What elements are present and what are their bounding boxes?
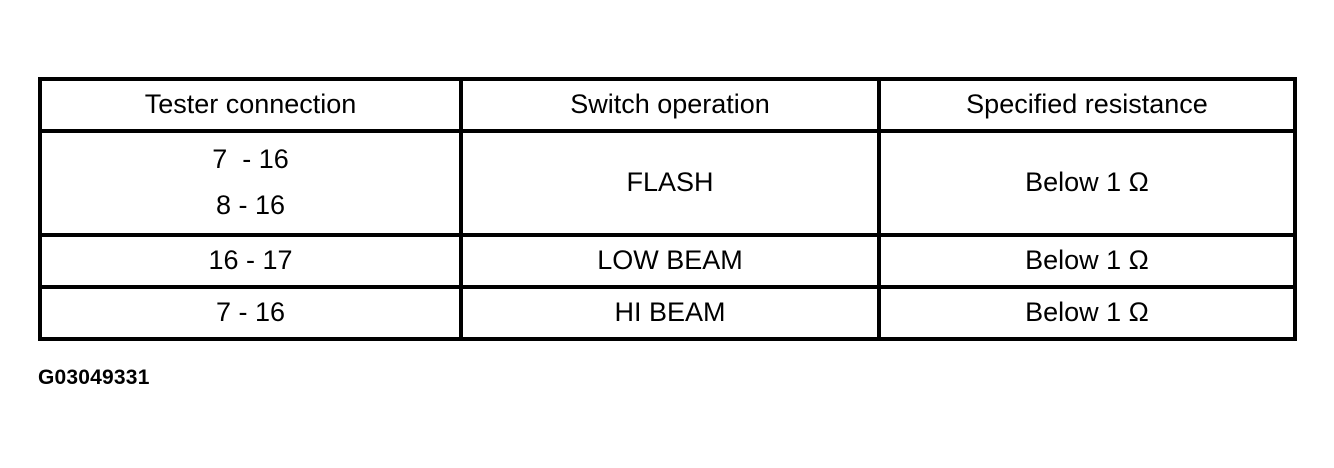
table-row: 16 - 17 LOW BEAM Below 1 Ω: [38, 233, 1297, 289]
column-header-switch-operation: Switch operation: [459, 77, 881, 133]
column-header-label: Tester connection: [144, 89, 357, 120]
column-header-specified-resistance: Specified resistance: [877, 77, 1297, 133]
cell-switch-operation: LOW BEAM: [459, 233, 881, 289]
specification-table-container: Tester connection Switch operation Speci…: [38, 77, 1297, 341]
specified-resistance-value: Below 1 Ω: [1025, 297, 1149, 328]
cell-tester-connection: 7 - 16: [38, 285, 463, 341]
cell-tester-connection: 7 - 16 8 - 16: [38, 129, 463, 237]
tester-connection-pair: 7 - 16: [215, 297, 286, 328]
tester-connection-pair-list: 7 - 16 8 - 16: [42, 144, 459, 222]
specified-resistance-value: Below 1 Ω: [1025, 167, 1149, 198]
tester-connection-pair: 16 - 17: [208, 245, 293, 276]
switch-operation-value: HI BEAM: [614, 297, 726, 328]
cell-specified-resistance: Below 1 Ω: [877, 129, 1297, 237]
cell-specified-resistance: Below 1 Ω: [877, 233, 1297, 289]
specification-table: Tester connection Switch operation Speci…: [38, 77, 1297, 341]
specified-resistance-value: Below 1 Ω: [1025, 245, 1149, 276]
cell-switch-operation: HI BEAM: [459, 285, 881, 341]
cell-switch-operation: FLASH: [459, 129, 881, 237]
column-header-label: Specified resistance: [966, 89, 1208, 120]
cell-specified-resistance: Below 1 Ω: [877, 285, 1297, 341]
tester-connection-pair: 7 - 16: [212, 144, 289, 175]
table-header-row: Tester connection Switch operation Speci…: [38, 77, 1297, 133]
switch-operation-value: FLASH: [626, 167, 714, 198]
column-header-label: Switch operation: [570, 89, 770, 120]
table-row: 7 - 16 HI BEAM Below 1 Ω: [38, 285, 1297, 341]
tester-connection-pair: 8 - 16: [215, 190, 286, 220]
table-row: 7 - 16 8 - 16 FLASH Below 1 Ω: [38, 129, 1297, 237]
column-header-tester-connection: Tester connection: [38, 77, 463, 133]
cell-tester-connection: 16 - 17: [38, 233, 463, 289]
figure-id-caption: G03049331: [38, 366, 150, 389]
switch-operation-value: LOW BEAM: [597, 245, 743, 276]
